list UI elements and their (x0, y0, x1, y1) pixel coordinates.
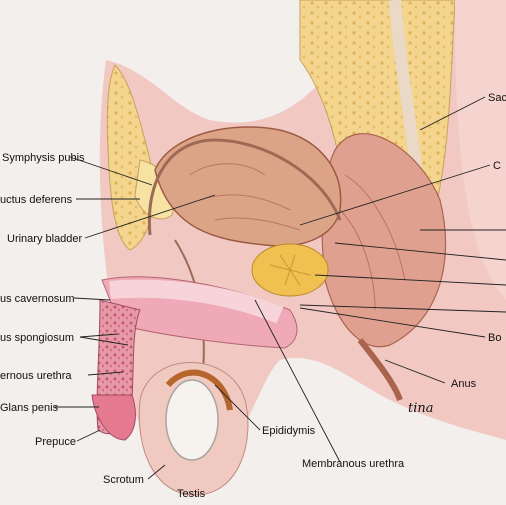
label-corpus-spongiosum: us spongiosum (0, 332, 74, 344)
corpus-cavernosum (109, 279, 284, 324)
label-symphysis-pubis: Symphysis pubis (2, 152, 85, 164)
label-coccyx: C (493, 160, 501, 172)
rectum (321, 133, 447, 348)
testis (165, 379, 219, 461)
label-prepuce: Prepuce (35, 436, 76, 448)
label-testis: Testis (177, 488, 206, 500)
urinary-bladder (154, 126, 342, 247)
ductus-deferens (147, 138, 342, 236)
epididymis (165, 369, 233, 411)
label-membranous-urethra: Membranous urethra (302, 458, 405, 470)
label-ductus-deferens: uctus deferens (0, 194, 73, 206)
glans (91, 394, 136, 441)
label-bulbourethral: Bo (488, 332, 501, 344)
label-spongy-urethra: ernous urethra (0, 370, 72, 382)
back-skin (455, 0, 506, 300)
label-glans-penis: Glans penis (0, 402, 59, 414)
label-corpus-cavernosum: us cavernosum (0, 293, 75, 305)
anal-canal (357, 338, 403, 402)
label-scrotum: Scrotum (103, 474, 144, 486)
label-epididymis: Epididymis (262, 425, 316, 437)
leader-lines (55, 96, 506, 480)
label-sacrum: Sac (488, 92, 506, 104)
artist-signature: tina (408, 401, 434, 416)
label-anus: Anus (451, 378, 477, 390)
label-urinary-bladder: Urinary bladder (7, 233, 83, 245)
